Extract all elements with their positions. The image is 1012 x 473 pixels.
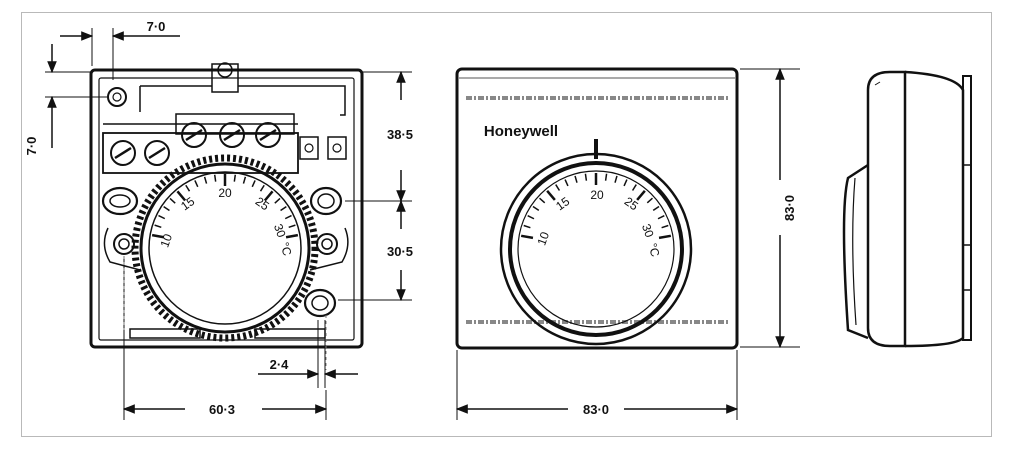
- dial-tick: [636, 189, 646, 201]
- dial-tick: [242, 176, 247, 184]
- side-dial-profile: [842, 163, 869, 340]
- scale-label-15: 15: [553, 194, 572, 213]
- dial-tick: [646, 197, 653, 204]
- dial-tick: [661, 224, 669, 229]
- dim-front-width: 83·0: [583, 402, 609, 417]
- dial-tick: [652, 205, 660, 212]
- dial-tick: [658, 234, 672, 240]
- dial-tick: [555, 184, 561, 191]
- front-cover-outline: [455, 67, 739, 350]
- dial-tick: [623, 179, 628, 187]
- slotted-hole: [101, 186, 139, 216]
- dim-left-offset: 7·0: [24, 137, 39, 156]
- dim-top-offset: 7·0: [147, 19, 166, 34]
- scale-label-unit: °C: [277, 241, 294, 258]
- terminal-screw: [219, 122, 245, 148]
- terminal-block: [102, 113, 299, 174]
- dial-tick: [251, 180, 256, 188]
- dial-tick: [527, 215, 535, 220]
- dim-upper-height: 38·5: [387, 127, 413, 142]
- dial-tick: [532, 205, 540, 212]
- dial-tick: [285, 233, 299, 239]
- front-view-dimensions: 83·0 83·0: [455, 67, 800, 420]
- terminal-screw: [110, 140, 136, 166]
- drawing-frame: [21, 12, 992, 437]
- mounting-screw: [316, 233, 338, 255]
- dial-tick: [574, 175, 578, 183]
- dial-tick: [564, 179, 569, 187]
- back-plate-outline: [89, 68, 364, 349]
- scale-label-unit: °C: [645, 242, 662, 259]
- dim-hole-spacing: 60·3: [209, 402, 235, 417]
- dial-tick: [194, 180, 199, 188]
- dim-hole-offset: 2·4: [270, 357, 290, 372]
- scale-label-10: 10: [157, 232, 175, 250]
- dial-tick: [203, 176, 208, 184]
- scale-label-20: 20: [590, 188, 604, 202]
- fixing-hole-top: [107, 87, 127, 107]
- dial-tick: [158, 214, 166, 220]
- dial-tick: [263, 190, 274, 202]
- top-clip: [211, 63, 239, 93]
- dial-tick: [520, 234, 534, 240]
- front-view: Honeywell 10 15 20 25 30 °C: [455, 67, 739, 350]
- slotted-hole: [309, 186, 343, 216]
- dial-tick: [539, 197, 546, 204]
- dim-lower-height: 30·5: [387, 244, 413, 259]
- dial-tick: [274, 197, 281, 204]
- dial-tick: [169, 197, 176, 204]
- dial-tick: [213, 174, 217, 182]
- mounting-screw: [113, 233, 135, 255]
- dial-tick: [233, 174, 237, 182]
- scale-label-30: 30: [271, 222, 289, 240]
- setpoint-dial-front[interactable]: [499, 152, 693, 346]
- scale-label-10: 10: [534, 230, 552, 248]
- dial-tick: [604, 173, 608, 181]
- setpoint-dial-back: [139, 162, 311, 334]
- side-base-plate: [962, 75, 972, 341]
- back-plate-dimensions: 7·0 7·0 38·5 30·5 2·4 60·3: [24, 19, 413, 420]
- dial-tick: [280, 205, 287, 212]
- dial-tick: [631, 184, 637, 191]
- setpoint-pointer: [594, 139, 598, 159]
- scale-label-20: 20: [218, 186, 232, 200]
- side-view: [842, 70, 972, 348]
- dial-tick: [584, 173, 588, 181]
- dial-tick: [185, 184, 191, 192]
- terminal-screw: [181, 122, 207, 148]
- dial-tick: [657, 215, 665, 220]
- dial-tick: [154, 224, 162, 229]
- side-cover: [866, 70, 907, 348]
- dial-tick: [288, 224, 296, 229]
- dial-scale-ticks: [520, 173, 672, 240]
- slotted-hole: [303, 288, 337, 318]
- dim-front-height: 83·0: [782, 195, 797, 221]
- dial-tick: [176, 190, 187, 202]
- back-plate-view: 10 15 20 25 30 °C: [89, 62, 364, 349]
- brand-logo-text: Honeywell: [484, 123, 558, 140]
- dial-tick: [284, 214, 292, 220]
- terminal-screw: [144, 140, 170, 166]
- dial-tick: [546, 189, 556, 201]
- scale-label-30: 30: [639, 222, 657, 240]
- knurled-ring: [131, 154, 319, 342]
- terminal-screw: [255, 122, 281, 148]
- dial-tick: [163, 205, 170, 212]
- dial-tick: [151, 233, 165, 239]
- dial-scale-ticks: [151, 174, 299, 239]
- dial-tick: [523, 224, 531, 229]
- dial-tick: [259, 184, 265, 192]
- dial-tick: [614, 175, 618, 183]
